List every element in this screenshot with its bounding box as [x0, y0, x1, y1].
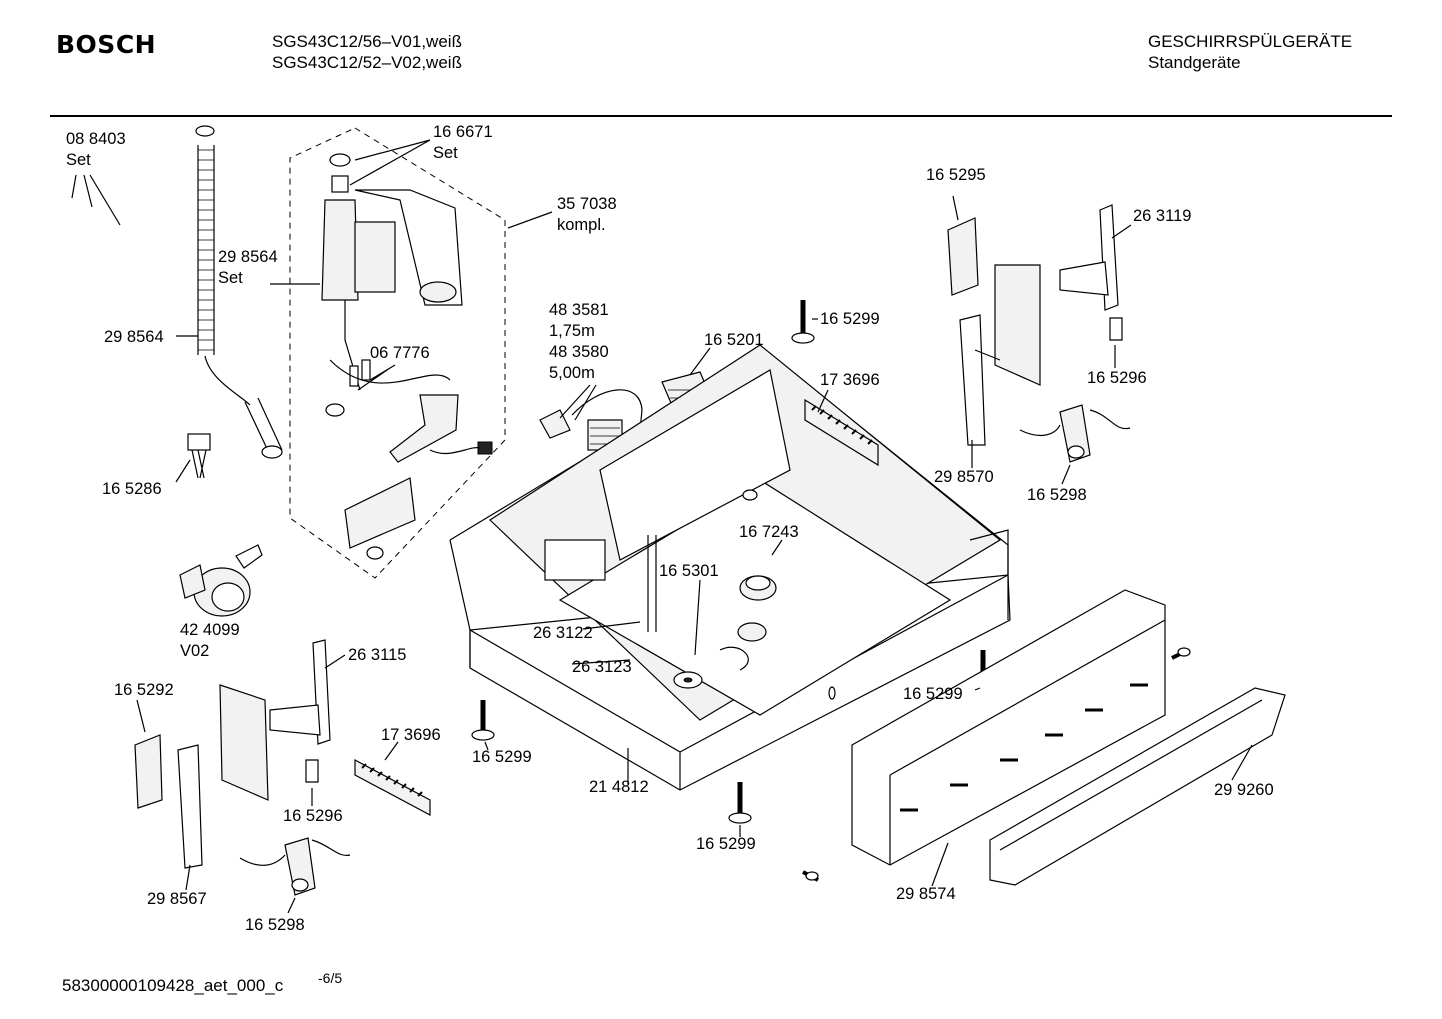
- base-tub: [449, 344, 1011, 791]
- part-label: 16 5299: [903, 685, 963, 703]
- part-label: 35 7038: [557, 195, 617, 213]
- spring-bottom: [354, 759, 431, 816]
- cable-hinge-right: [1019, 404, 1131, 463]
- part-label: 16 5299: [696, 835, 756, 853]
- part-label: 08 8403: [66, 130, 126, 148]
- plinth: [989, 687, 1286, 886]
- part-label: 21 4812: [589, 778, 649, 796]
- hinge-plate-left: [177, 684, 269, 869]
- category-title: GESCHIRRSPÜLGERÄTE: [1148, 32, 1353, 51]
- front-panel: [851, 589, 1166, 866]
- part-label: kompl.: [557, 216, 606, 234]
- screw-bottom: [728, 782, 752, 824]
- pump: [179, 544, 263, 617]
- part-label: 16 5201: [704, 331, 764, 349]
- part-label: 16 5299: [820, 310, 880, 328]
- hose-clip: [187, 433, 211, 479]
- part-label: 5,00m: [549, 364, 595, 382]
- part-label: Set: [433, 144, 458, 162]
- part-label: 29 8564: [218, 248, 278, 266]
- header-divider: [50, 115, 1392, 117]
- hinge-bracket-left: [269, 639, 331, 745]
- screw-small-front: [802, 870, 819, 882]
- part-label: 06 7776: [370, 344, 430, 362]
- brand-logo: BOSCH: [56, 30, 157, 59]
- assembly-boundary: [289, 127, 506, 579]
- part-label: 29 8570: [934, 468, 994, 486]
- part-label: 16 5296: [1087, 369, 1147, 387]
- hinge-bracket-right: [1059, 204, 1119, 311]
- spring-top: [804, 398, 879, 467]
- part-label: 16 5298: [245, 916, 305, 934]
- clip-left: [305, 759, 319, 783]
- category-subtitle: Standgeräte: [1148, 53, 1241, 72]
- part-label: 16 5286: [102, 480, 162, 498]
- part-label: 26 3119: [1133, 207, 1191, 225]
- part-label: 16 5299: [472, 748, 532, 766]
- part-label: 16 5296: [283, 807, 343, 825]
- part-label: 26 3122: [533, 624, 593, 642]
- screw-small-right: [1171, 647, 1191, 660]
- screw-top: [791, 300, 815, 344]
- heater-assembly: [321, 153, 493, 560]
- part-label: 29 8574: [896, 885, 956, 903]
- model-line-1: SGS43C12/56–V01,weiß: [272, 32, 462, 51]
- drain-hose: [195, 125, 283, 459]
- page-number: -6/5: [318, 970, 343, 986]
- cable-hinge-left: [239, 837, 351, 896]
- screw-mid: [471, 700, 495, 741]
- part-label: 17 3696: [820, 371, 880, 389]
- leader-lines: [71, 139, 1253, 914]
- part-label: 48 3580: [549, 343, 609, 361]
- part-label: 29 9260: [1214, 781, 1274, 799]
- part-label: 16 7243: [739, 523, 799, 541]
- hinge-cover-left: [134, 734, 163, 809]
- part-label: 16 5298: [1027, 486, 1087, 504]
- part-label: 29 8567: [147, 890, 207, 908]
- part-label: 29 8564: [104, 328, 164, 346]
- part-label: V02: [180, 642, 209, 660]
- part-label: Set: [66, 151, 91, 169]
- document-id: 58300000109428_aet_000_c: [62, 976, 284, 995]
- part-label: 17 3696: [381, 726, 441, 744]
- part-label: 16 5295: [926, 166, 986, 184]
- part-label: 26 3123: [572, 658, 632, 676]
- hinge-cover-right: [947, 217, 979, 296]
- clip-right: [1109, 317, 1123, 341]
- part-label: 48 3581: [549, 301, 609, 319]
- part-label: 16 6671: [433, 123, 493, 141]
- part-label: Set: [218, 269, 243, 287]
- part-label: 1,75m: [549, 322, 595, 340]
- hinge-plate-right: [959, 264, 1041, 446]
- part-label: 26 3115: [348, 646, 406, 664]
- part-label: 16 5301: [659, 562, 719, 580]
- model-line-2: SGS43C12/52–V02,weiß: [272, 53, 462, 72]
- part-label: 16 5292: [114, 681, 174, 699]
- part-label: 42 4099: [180, 621, 240, 639]
